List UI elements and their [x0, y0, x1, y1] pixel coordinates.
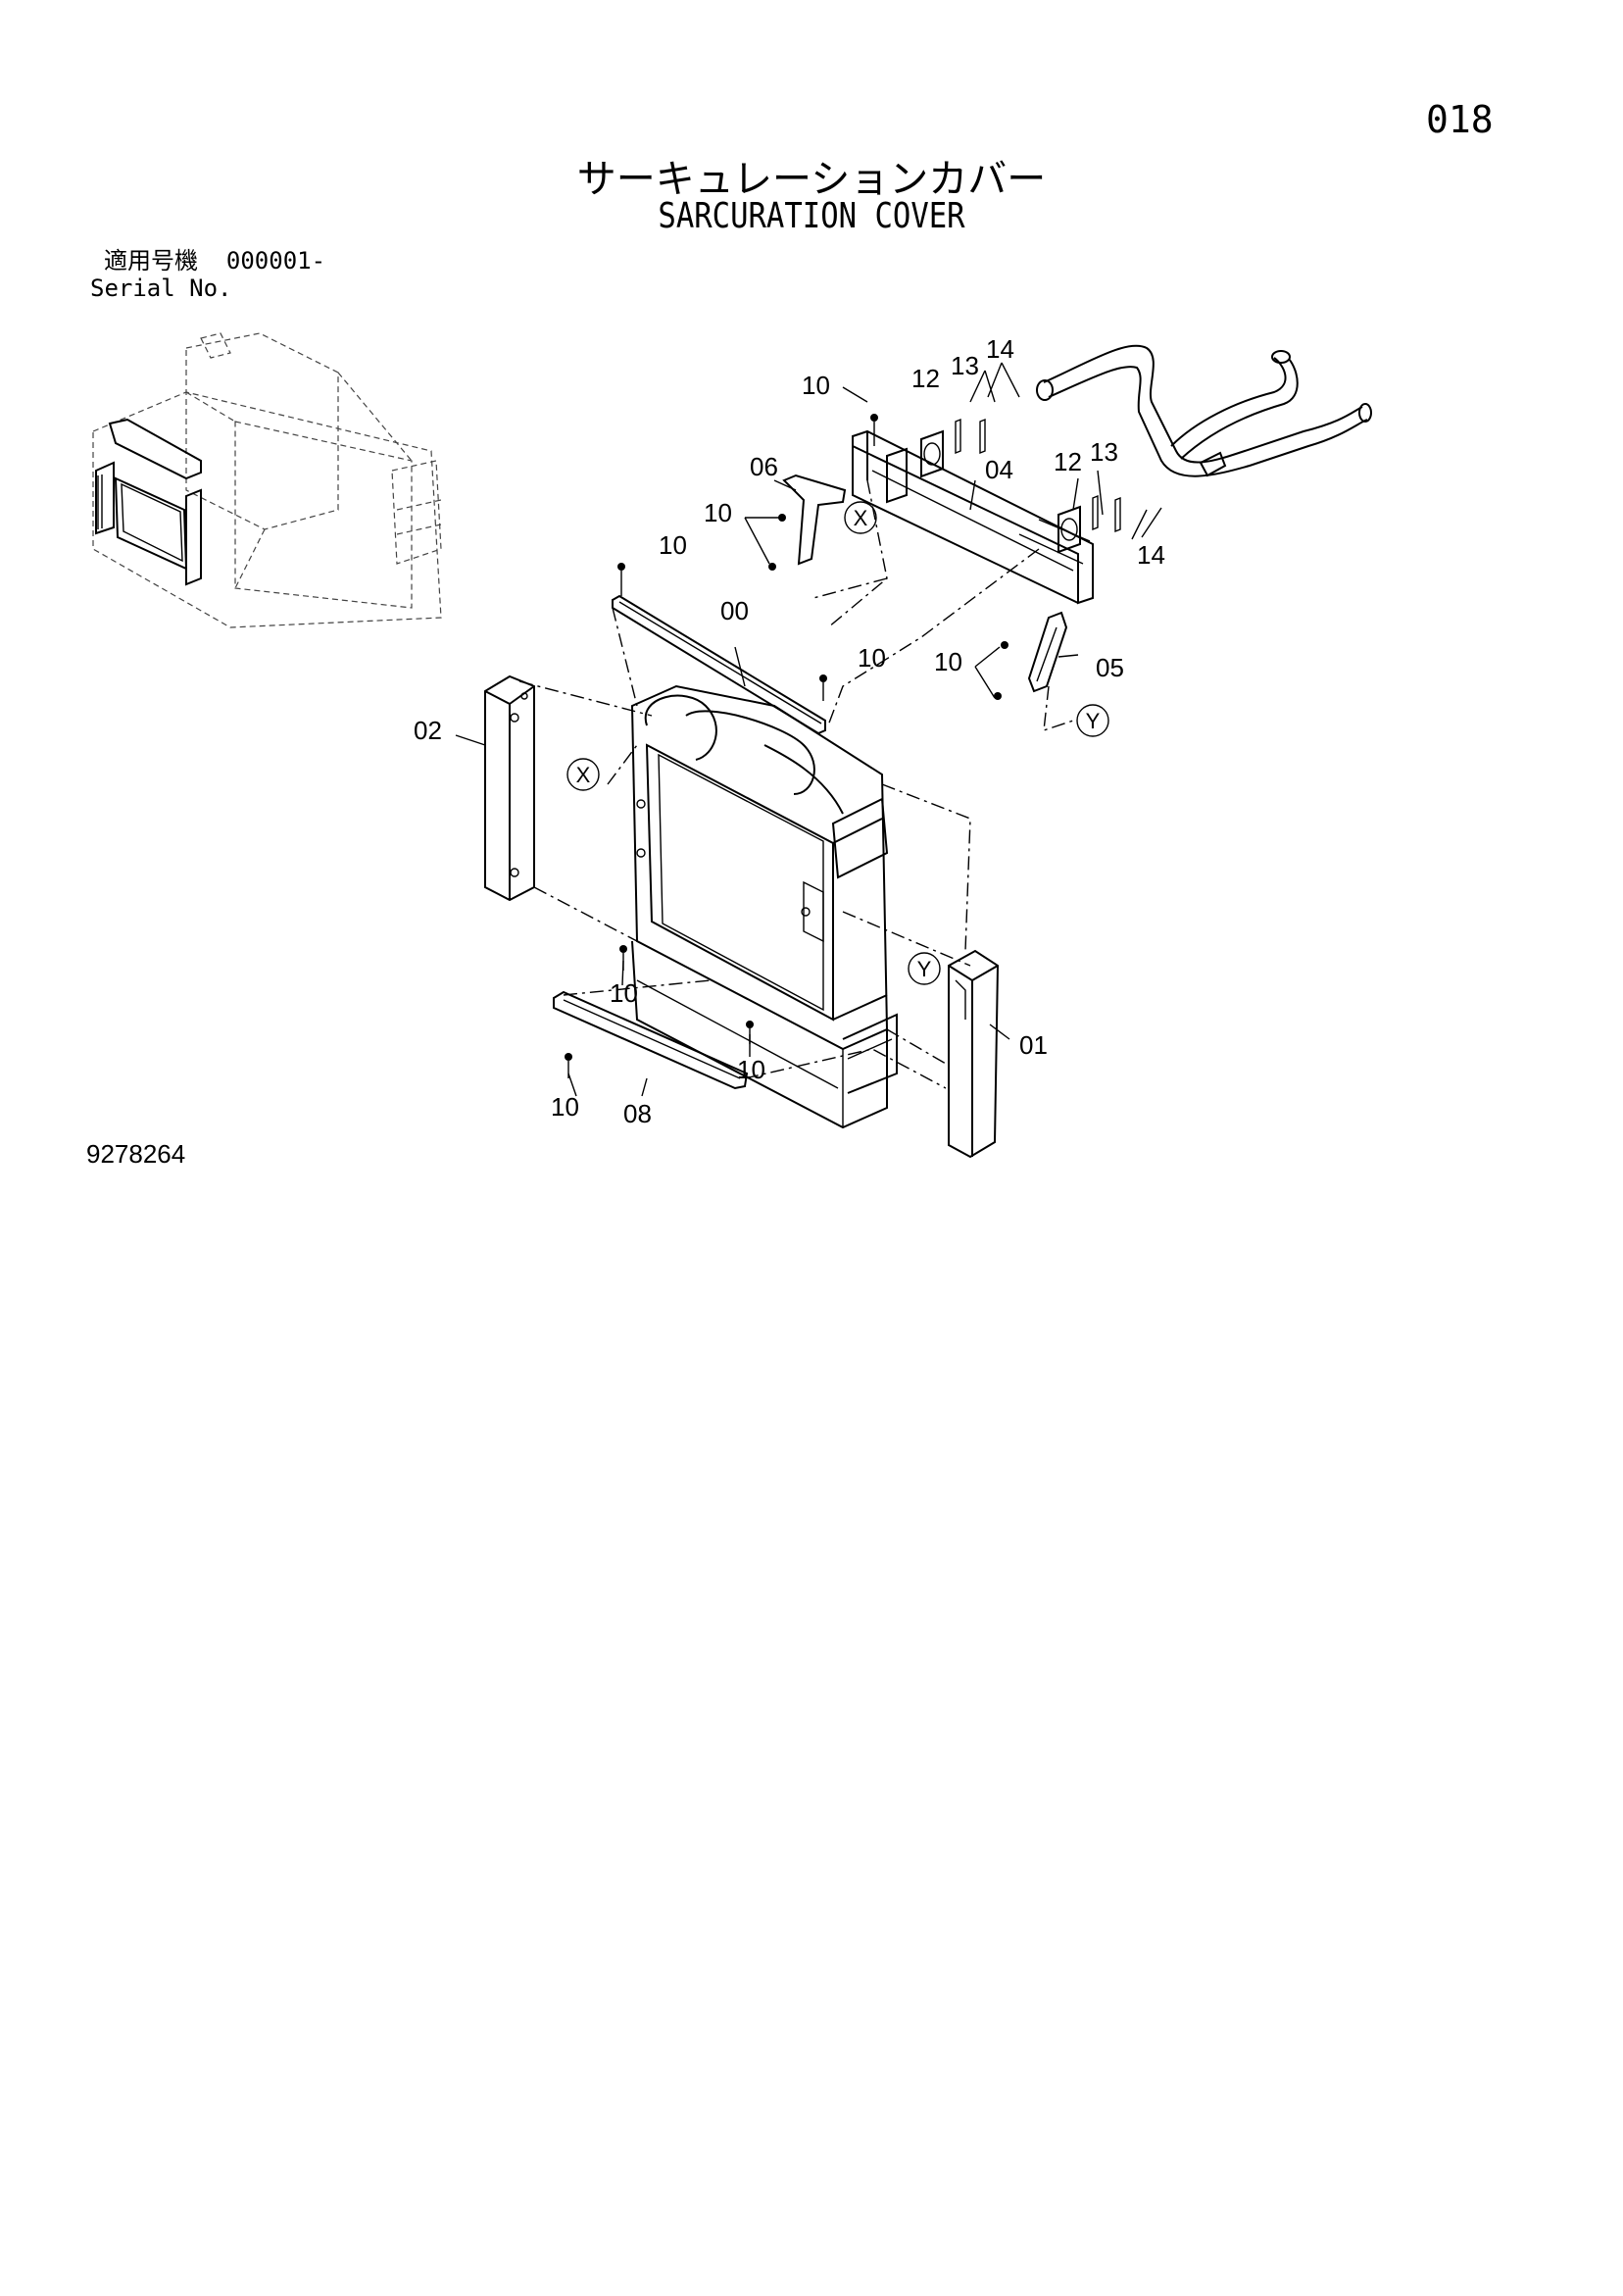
side-panel-01: [948, 949, 1000, 1159]
hose-pipe: [1036, 344, 1372, 477]
callout-10: 10: [934, 647, 962, 676]
leader-lines: [455, 362, 1162, 1097]
serial-label-jp: 適用号機: [104, 247, 198, 275]
bolt-icon: [994, 692, 1002, 700]
drawing-number: 9278264: [86, 1139, 186, 1169]
ref-mark-x2: X: [576, 763, 591, 787]
callout-10: 10: [704, 498, 732, 527]
bolt-icon: [778, 514, 786, 522]
callout-00: 00: [720, 596, 749, 625]
ref-mark-x1: X: [854, 506, 868, 530]
bolt-icon: [617, 563, 625, 571]
bracket-05: [1027, 611, 1068, 693]
ref-circle-y: [908, 952, 941, 985]
callout-06: 06: [750, 452, 778, 481]
callout-14: 14: [1137, 540, 1165, 570]
bolt-icon: [870, 414, 878, 422]
title-japanese: サーキュレーションカバー: [576, 157, 1047, 202]
reference-marks: X X Y Y: [566, 501, 1109, 985]
ref-circle-y: [1076, 704, 1109, 737]
ref-mark-y2: Y: [917, 957, 932, 981]
bracket-06: [782, 474, 847, 566]
callout-04: 04: [985, 455, 1013, 484]
serial-info: 適用号機 000001- Serial No.: [90, 247, 325, 302]
page-number: 018: [1426, 98, 1494, 141]
callout-12: 12: [1054, 447, 1082, 476]
callout-13: 13: [951, 351, 979, 380]
callout-12: 12: [911, 364, 940, 393]
title-english: SARCURATION COVER: [658, 196, 965, 236]
serial-value: 000001-: [225, 247, 326, 275]
radiator-frame: [630, 684, 898, 1129]
flange-set-lower: [1057, 494, 1121, 554]
bolt-icon: [819, 674, 827, 682]
callout-10: 10: [737, 1055, 765, 1084]
ref-circle-x: [844, 501, 877, 534]
callout-08: 08: [623, 1099, 652, 1128]
pipe-bracket: [852, 429, 1094, 605]
bolt-icon: [768, 563, 776, 571]
lower-strip-08: [553, 990, 749, 1090]
side-panel-02: [484, 674, 535, 902]
bolt-icon: [619, 945, 627, 953]
callout-13: 13: [1090, 437, 1118, 467]
callout-labels: 10 12 13 14 06 04 12 13 10 10 14 00 10 1…: [414, 334, 1165, 1128]
serial-line-1: 適用号機 000001-: [90, 247, 325, 275]
callout-14: 14: [986, 334, 1014, 364]
flange-set-upper: [920, 418, 986, 478]
callout-10: 10: [659, 530, 687, 560]
callout-10: 10: [802, 371, 830, 400]
callout-05: 05: [1096, 653, 1124, 682]
callout-10: 10: [551, 1092, 579, 1122]
bolt-icon: [1001, 641, 1008, 649]
ref-mark-y1: Y: [1086, 709, 1101, 733]
callout-10: 10: [858, 643, 886, 673]
bolt-icon: [746, 1021, 754, 1028]
bolt-icon: [565, 1053, 572, 1061]
ref-circle-x: [566, 758, 600, 791]
callout-10: 10: [610, 978, 638, 1008]
callout-01: 01: [1019, 1030, 1048, 1060]
serial-label-en: Serial No.: [90, 275, 232, 302]
machine-overview-thumbnail: [92, 332, 442, 628]
assembly-lines: [518, 479, 1074, 1089]
callout-02: 02: [414, 716, 442, 745]
